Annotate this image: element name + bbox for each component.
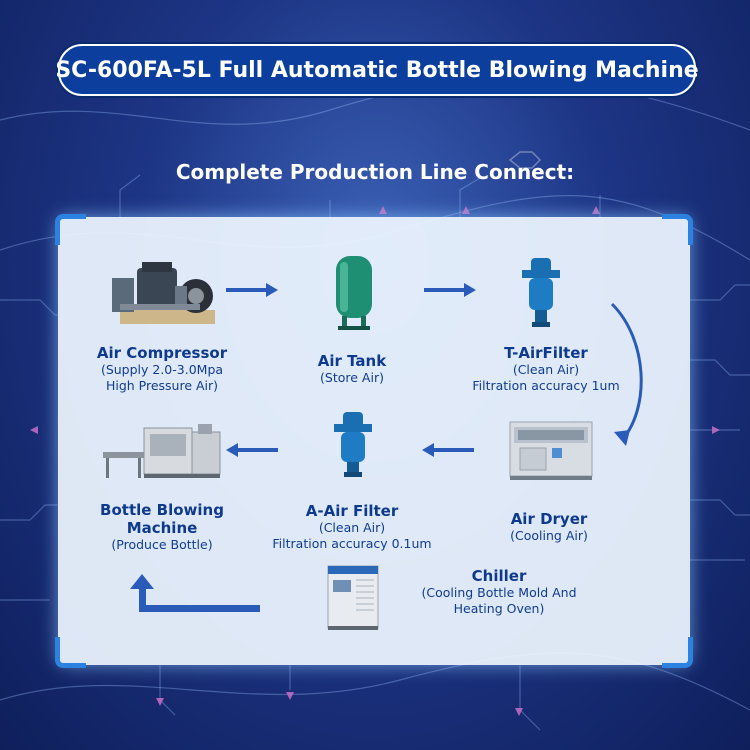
- t-air-filter-image: [522, 258, 560, 327]
- air-compressor-desc-2: High Pressure Air): [105, 378, 219, 393]
- air-compressor-desc-1: (Supply 2.0-3.0Mpa: [100, 362, 224, 377]
- chiller-label: Chiller (Cooling Bottle Mold And Heating…: [398, 567, 600, 617]
- a-air-filter-desc-2: Filtration accuracy 0.1um: [272, 536, 432, 551]
- a-air-filter-image: [334, 412, 372, 477]
- panel-corner: [55, 637, 86, 668]
- bottle-blowing-machine-image: [103, 424, 221, 478]
- bottle-blowing-machine-name-1: Bottle Blowing: [100, 501, 224, 519]
- t-air-filter-desc-1: (Clean Air): [512, 362, 580, 377]
- bottle-blowing-machine-label: Bottle Blowing Machine (Produce Bottle): [82, 501, 242, 553]
- air-tank-image: [336, 256, 372, 330]
- a-air-filter-name: A-Air Filter: [305, 502, 399, 520]
- air-dryer-image: [509, 421, 593, 480]
- air-tank-name: Air Tank: [317, 352, 387, 370]
- air-tank-label: Air Tank (Store Air): [282, 352, 422, 386]
- chiller-desc-2: Heating Oven): [453, 601, 545, 616]
- chiller-image: [327, 565, 379, 630]
- air-compressor-label: Air Compressor (Supply 2.0-3.0Mpa High P…: [72, 344, 252, 394]
- flow-arrows: [130, 283, 476, 612]
- chiller-desc-1: (Cooling Bottle Mold And: [421, 585, 577, 600]
- t-air-filter-label: T-AirFilter (Clean Air) Filtration accur…: [446, 344, 646, 394]
- panel-corner: [662, 637, 693, 668]
- section-subtitle: Complete Production Line Connect:: [175, 160, 575, 184]
- t-air-filter-name: T-AirFilter: [504, 344, 588, 362]
- t-air-filter-desc-2: Filtration accuracy 1um: [472, 378, 620, 393]
- panel-corner: [662, 214, 693, 245]
- page-title: SC-600FA-5L Full Automatic Bottle Blowin…: [55, 44, 699, 96]
- a-air-filter-desc-1: (Clean Air): [318, 520, 386, 535]
- curved-flow-arrow: [610, 302, 643, 441]
- bottle-blowing-machine-name-2: Machine: [126, 519, 198, 537]
- air-dryer-name: Air Dryer: [510, 510, 588, 528]
- air-compressor-name: Air Compressor: [96, 344, 228, 362]
- curved-arrow-head: [614, 430, 630, 446]
- a-air-filter-label: A-Air Filter (Clean Air) Filtration accu…: [246, 502, 458, 552]
- chiller-name: Chiller: [471, 567, 527, 585]
- bottle-blowing-machine-desc: (Produce Bottle): [111, 537, 213, 552]
- air-compressor-image: [112, 262, 215, 324]
- air-dryer-desc: (Cooling Air): [510, 528, 588, 543]
- air-tank-desc: (Store Air): [320, 370, 384, 385]
- air-dryer-label: Air Dryer (Cooling Air): [474, 510, 624, 544]
- panel-corner: [55, 214, 86, 245]
